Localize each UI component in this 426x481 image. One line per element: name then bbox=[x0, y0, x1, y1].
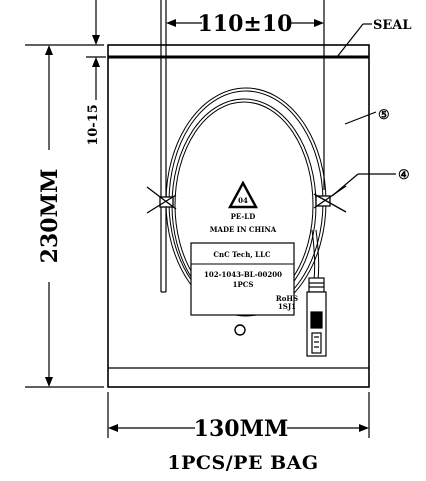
recycle-mark: 04 PE-LD MADE IN CHINA bbox=[210, 180, 277, 234]
label-rohs-code: 1SJ1 bbox=[278, 302, 296, 311]
callout-5: ⑤ bbox=[344, 108, 390, 125]
callout-5-label: ⑤ bbox=[378, 108, 390, 123]
seal-label: SEAL bbox=[373, 18, 412, 33]
bottom-width-dimension: 130MM bbox=[107, 392, 370, 442]
product-label: CnC Tech, LLC 102-1043-BL-00200 1PCS RoH… bbox=[190, 242, 298, 316]
top-width-dimension: 110±10 bbox=[160, 0, 325, 293]
label-rohs: RoHS bbox=[276, 294, 298, 303]
recycle-origin: MADE IN CHINA bbox=[210, 225, 277, 234]
seal-offset-dimension: 10-15 bbox=[86, 0, 106, 146]
footer-packaging: 1PCS/PE BAG bbox=[167, 452, 318, 474]
label-quantity: 1PCS bbox=[233, 280, 254, 289]
recycle-code: 04 bbox=[238, 196, 248, 205]
recycle-material: PE-LD bbox=[231, 212, 256, 221]
height-dimension: 230MM bbox=[25, 44, 104, 388]
callout-4: ④ bbox=[331, 168, 410, 197]
connector bbox=[306, 277, 327, 357]
dim-height: 230MM bbox=[37, 169, 63, 264]
callout-4-label: ④ bbox=[398, 168, 410, 183]
hang-hole bbox=[234, 324, 246, 336]
cable-tie-left bbox=[146, 186, 177, 214]
dim-seal-offset: 10-15 bbox=[86, 104, 101, 146]
recycle-triangle-icon bbox=[227, 180, 259, 209]
label-company: CnC Tech, LLC bbox=[213, 250, 271, 259]
dim-width-bottom: 130MM bbox=[194, 416, 289, 442]
seal-callout: SEAL bbox=[336, 18, 412, 58]
label-part-number: 102-1043-BL-00200 bbox=[204, 270, 282, 279]
dim-width-top: 110±10 bbox=[198, 11, 293, 37]
bag-outline bbox=[107, 44, 370, 388]
cable-tie-right bbox=[313, 185, 347, 213]
